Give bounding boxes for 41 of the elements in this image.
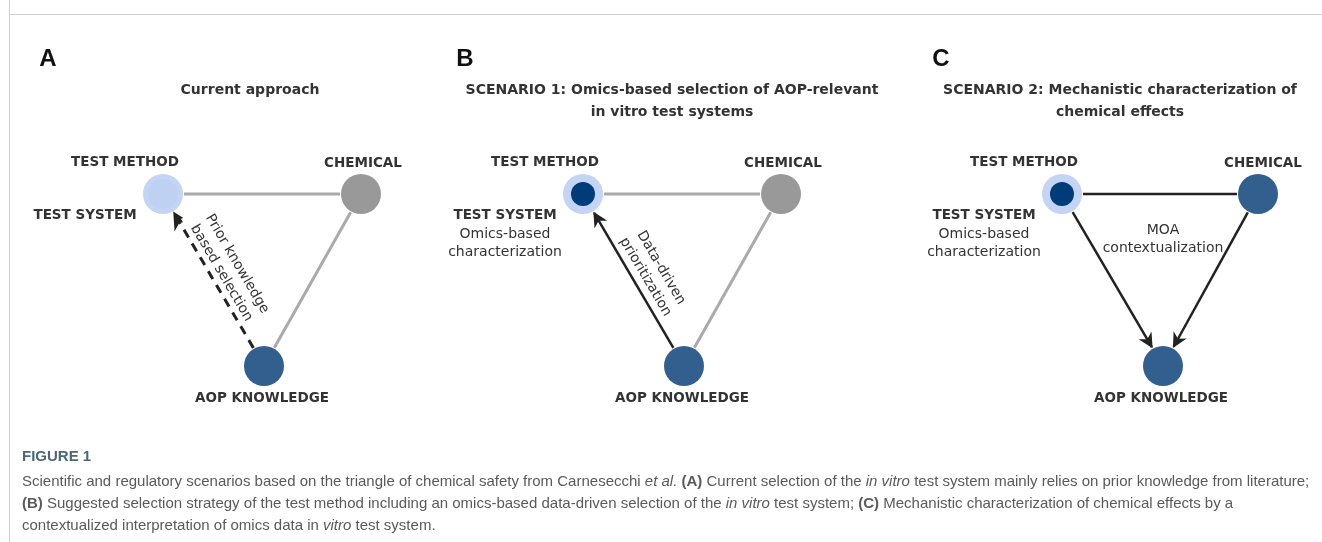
node-label: TEST SYSTEM [453, 206, 557, 224]
node-circle [761, 174, 801, 214]
arrow [1172, 211, 1249, 349]
panel-letter: A [39, 44, 57, 72]
connector-line [693, 211, 772, 349]
node-circle [664, 346, 704, 386]
arrow [172, 211, 255, 349]
panel-letter: B [456, 44, 474, 72]
node-label: TEST METHOD [491, 153, 599, 171]
figure-number: FIGURE 1 [22, 447, 92, 464]
node-label: AOP KNOWLEDGE [615, 389, 749, 407]
connector-line [1083, 192, 1237, 196]
arrow [1071, 211, 1153, 349]
node-note: Omics-based characterization [447, 223, 563, 261]
connector-line [604, 192, 760, 196]
node-label: AOP KNOWLEDGE [195, 389, 329, 407]
node-circle [563, 174, 603, 214]
panel-letter: C [932, 44, 950, 72]
panel-title: SCENARIO 2: Mechanistic characterization of chemical effects [942, 80, 1298, 121]
node-label: CHEMICAL [1224, 154, 1302, 172]
node-label: CHEMICAL [744, 154, 822, 172]
node-label: TEST METHOD [71, 153, 179, 171]
node-circle [341, 174, 381, 214]
node-circle [1238, 174, 1278, 214]
figure-caption: Scientific and regulatory scenarios based on the triangle of chemical safety from Carnesecchi et al. (A) Current selection of the in vitro test system mainly relies on prior knowledge from literature; (B) Suggested selection strategy of the test method including an omics-based data-driven selection of the in vitro test system; (C) Mechanistic characterization of chemical effects by a contextualized interpretation of omics data in vitro test system. [22, 471, 1311, 535]
node-label: AOP KNOWLEDGE [1094, 389, 1228, 407]
node-label: TEST SYSTEM [932, 206, 1036, 224]
panel-title: SCENARIO 1: Omics-based selection of AOP-relevant in vitro test systems [464, 80, 880, 121]
arrow [593, 211, 675, 349]
connector-line [184, 192, 340, 196]
node-label: TEST SYSTEM [33, 206, 137, 224]
node-circle [1143, 346, 1183, 386]
node-circle [143, 174, 183, 214]
annotation-text: MOA contextualization [1101, 219, 1225, 257]
node-label: CHEMICAL [324, 154, 402, 172]
panel-title: Current approach [179, 80, 321, 99]
node-circle [244, 346, 284, 386]
node-circle [1042, 174, 1082, 214]
node-label: TEST METHOD [970, 153, 1078, 171]
node-note: Omics-based characterization [926, 223, 1042, 261]
connector-line [273, 211, 352, 349]
